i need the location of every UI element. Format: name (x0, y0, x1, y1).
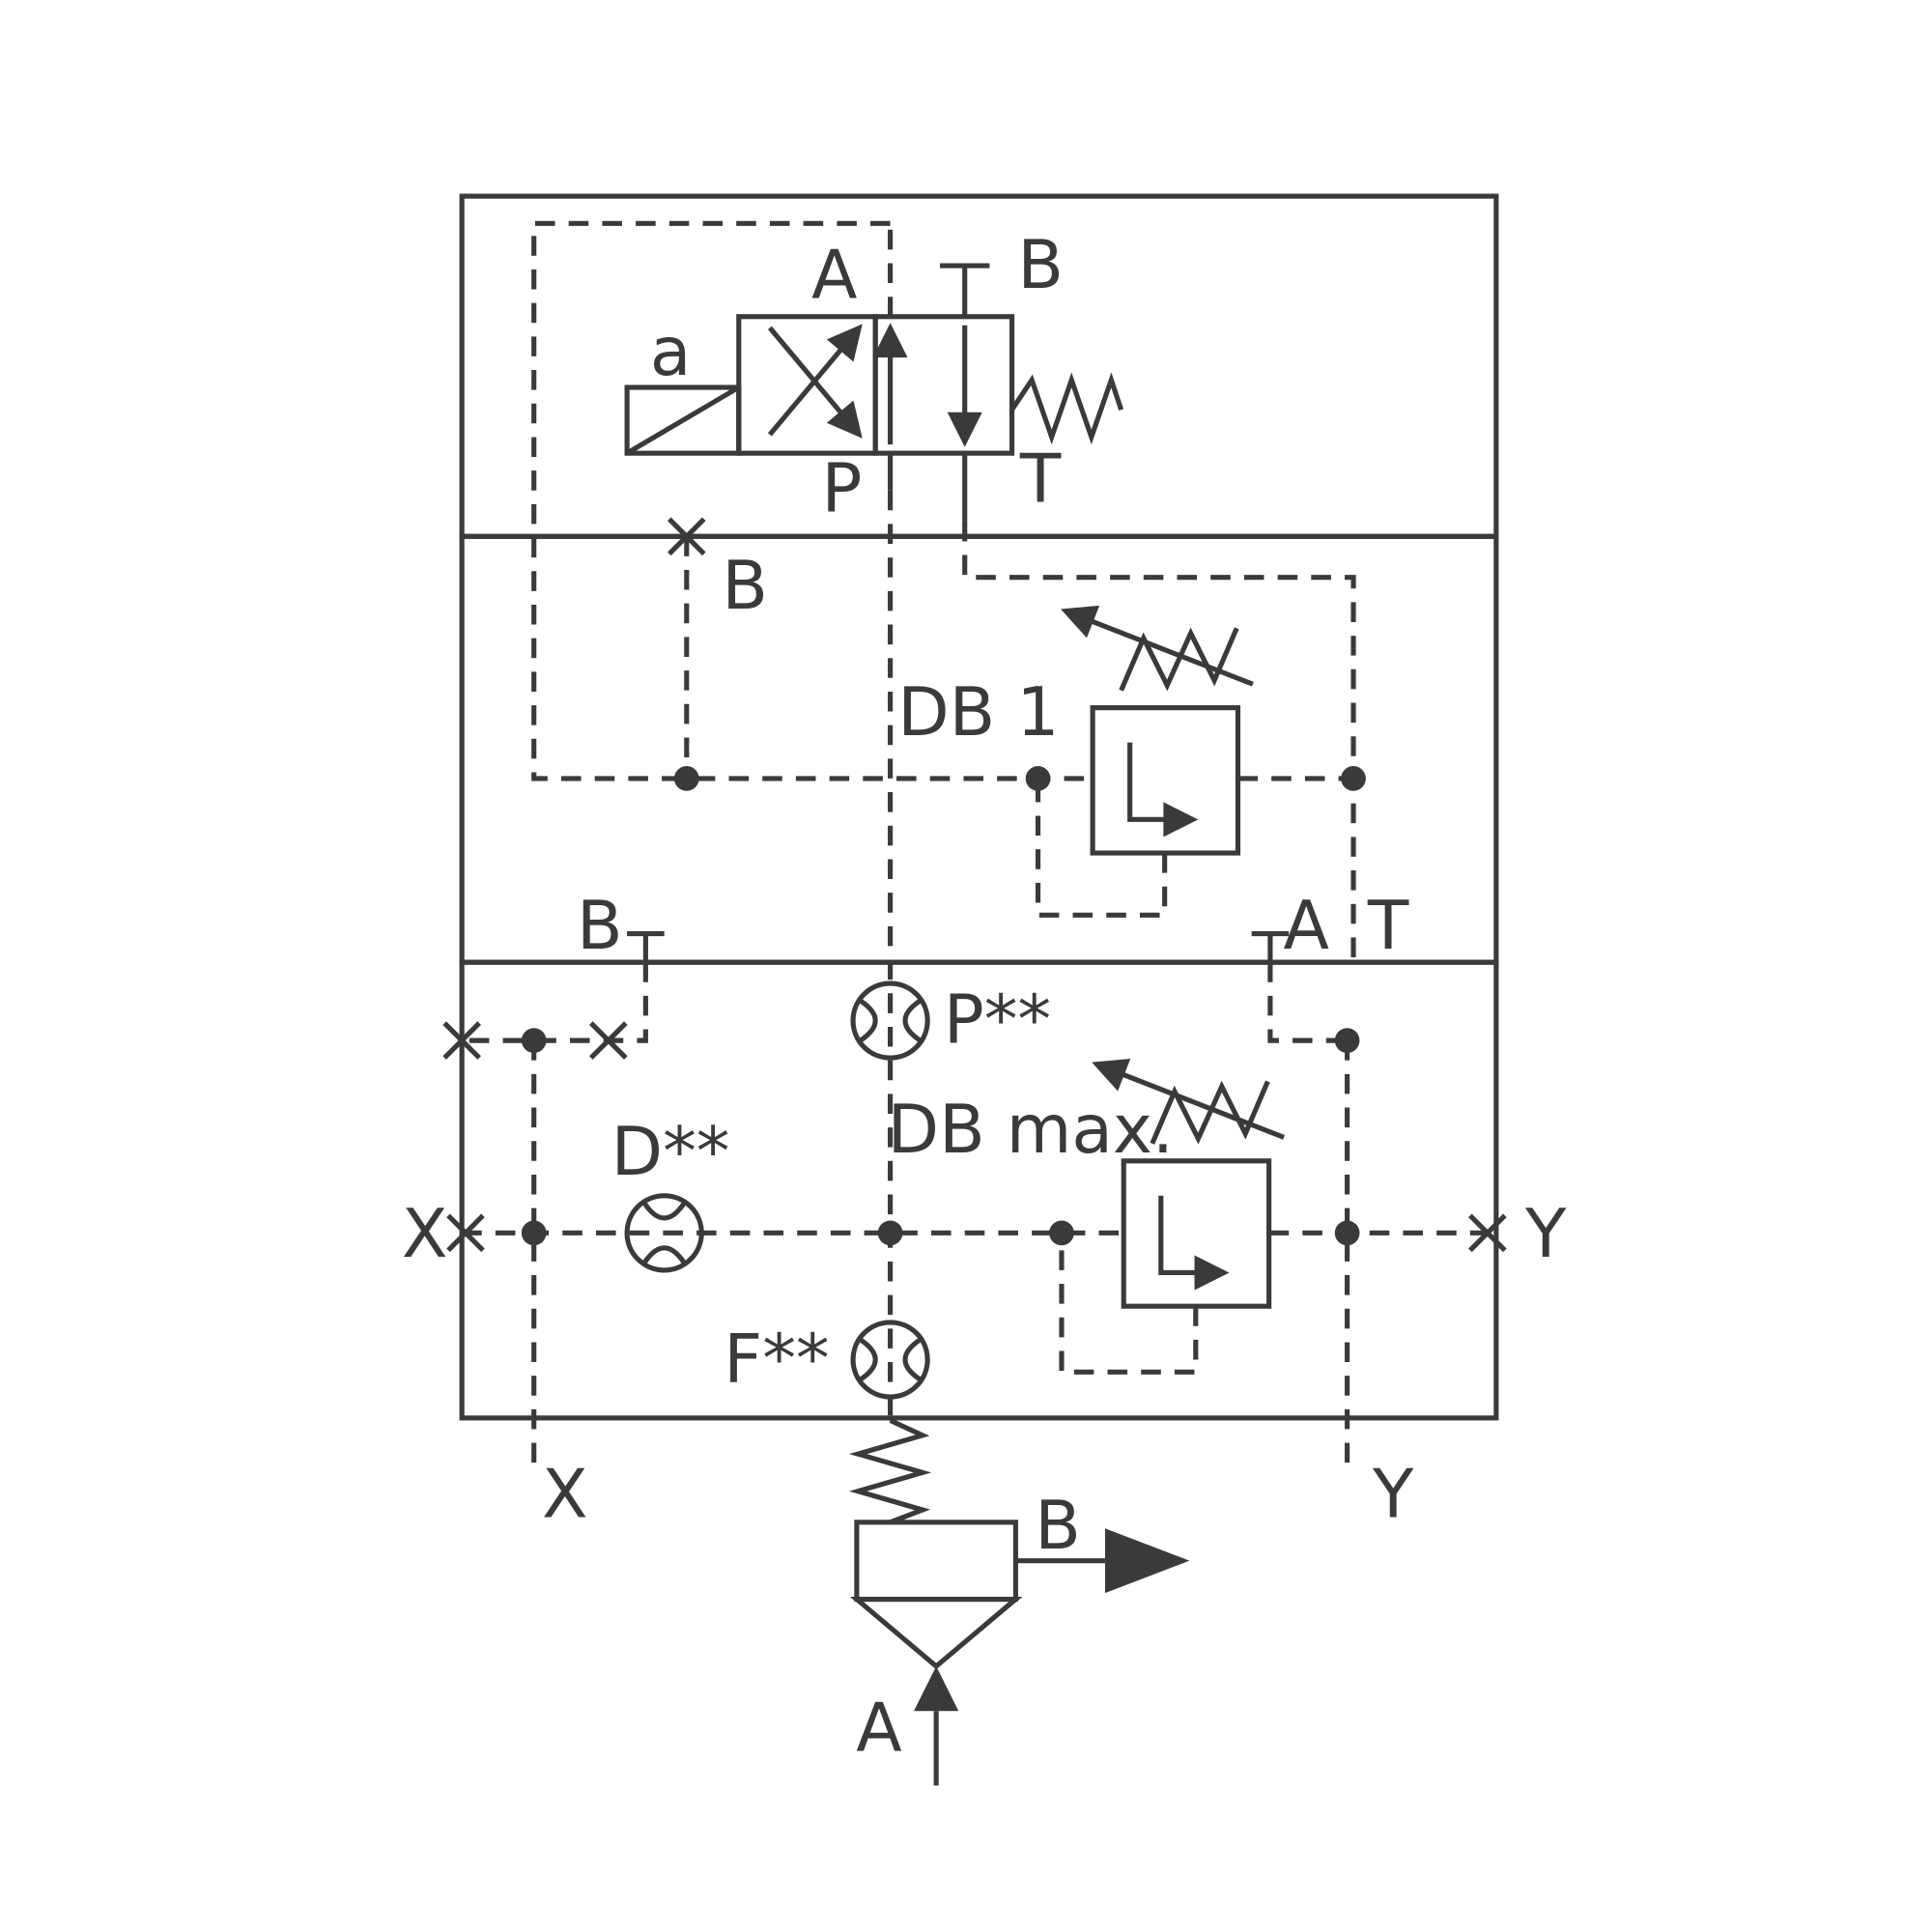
orifice-f-label: F** (724, 1321, 829, 1399)
dbmax-label: DB max. (888, 1092, 1174, 1169)
flow-arrow-a (914, 1665, 959, 1712)
port-y-side-label: Y (1524, 1196, 1567, 1273)
dbmax-valve-body (1121, 1158, 1272, 1309)
interface-a-label: A (1283, 888, 1328, 965)
pilot-port-b-label: B (1017, 227, 1064, 304)
main-a-label: A (856, 1690, 901, 1767)
orifice-p: P** (850, 980, 1051, 1061)
orifice-f: F** (724, 1320, 930, 1400)
plug-x-mark (442, 1021, 481, 1060)
orifice-circle (850, 980, 930, 1061)
main-valve-body (854, 1520, 1018, 1603)
main-cartridge-valve: B A (848, 1418, 1190, 1786)
pilot-a-run (531, 220, 1094, 781)
junction-dot (673, 766, 699, 791)
orifice-d-label: D** (611, 1114, 730, 1191)
main-stage-lines: X Y X Y (402, 490, 1567, 1534)
junction-dot (1334, 1220, 1360, 1246)
port-y-bottom-label: Y (1372, 1457, 1414, 1534)
orifice-circle (850, 1320, 930, 1400)
relief-valve-dbmax: DB max. (888, 1059, 1285, 1375)
pilot-port-t-label: T (1019, 440, 1062, 518)
pilot-port-p-label: P (822, 451, 863, 528)
interface-t-label: T (1367, 888, 1409, 965)
port-b-line (462, 962, 648, 1043)
plug-x-mark (1468, 1213, 1507, 1253)
plug-x-mark (446, 1213, 485, 1253)
main-b-label: B (1035, 1488, 1081, 1565)
junction-dot (1025, 766, 1051, 791)
pilot-port-a-label: A (811, 237, 857, 314)
db1-flow-arrow (1127, 742, 1199, 838)
plug-x-mark (589, 1021, 628, 1060)
solenoid-label: a (650, 314, 692, 391)
dbmax-drain-loop (1059, 1233, 1199, 1375)
junction-dot (521, 1220, 547, 1246)
plug-x-mark (667, 517, 706, 556)
return-spring (1009, 372, 1124, 445)
db1-drain-loop (1035, 778, 1168, 918)
dbmax-flow-arrow (1158, 1195, 1230, 1291)
port-x-bottom-label: X (542, 1457, 588, 1534)
interface-ports: B A T (442, 888, 1409, 1060)
valve-box-parallel (872, 314, 1015, 456)
relief-valve-db1: DB 1 (897, 605, 1354, 918)
flow-arrow-b (1104, 1528, 1190, 1594)
plug-b-label: B (722, 548, 768, 625)
dbmax-adjust-arrow (1092, 1059, 1285, 1140)
junction-dot (877, 1220, 903, 1246)
db1-label: DB 1 (897, 674, 1059, 752)
main-spring (848, 1418, 932, 1525)
main-poppet-triangle (849, 1596, 1023, 1670)
port-x-side-label: X (402, 1196, 448, 1273)
orifice-circle (624, 1193, 704, 1273)
db1-valve-body (1090, 705, 1241, 856)
interface-b-label: B (577, 888, 623, 965)
port-a-line (1267, 962, 1348, 1043)
section-top (459, 193, 1499, 539)
crossed-arrow-down (767, 326, 863, 439)
section-bottom (459, 959, 1499, 1421)
manifold-sections (459, 193, 1499, 1421)
orifice-d: D** (611, 1114, 730, 1273)
db1-adjust-arrow (1061, 605, 1254, 687)
pilot-control-lines: B (531, 220, 1366, 963)
orifice-p-label: P** (944, 982, 1051, 1060)
pilot-directional-valve: a A B P T (624, 223, 1124, 528)
